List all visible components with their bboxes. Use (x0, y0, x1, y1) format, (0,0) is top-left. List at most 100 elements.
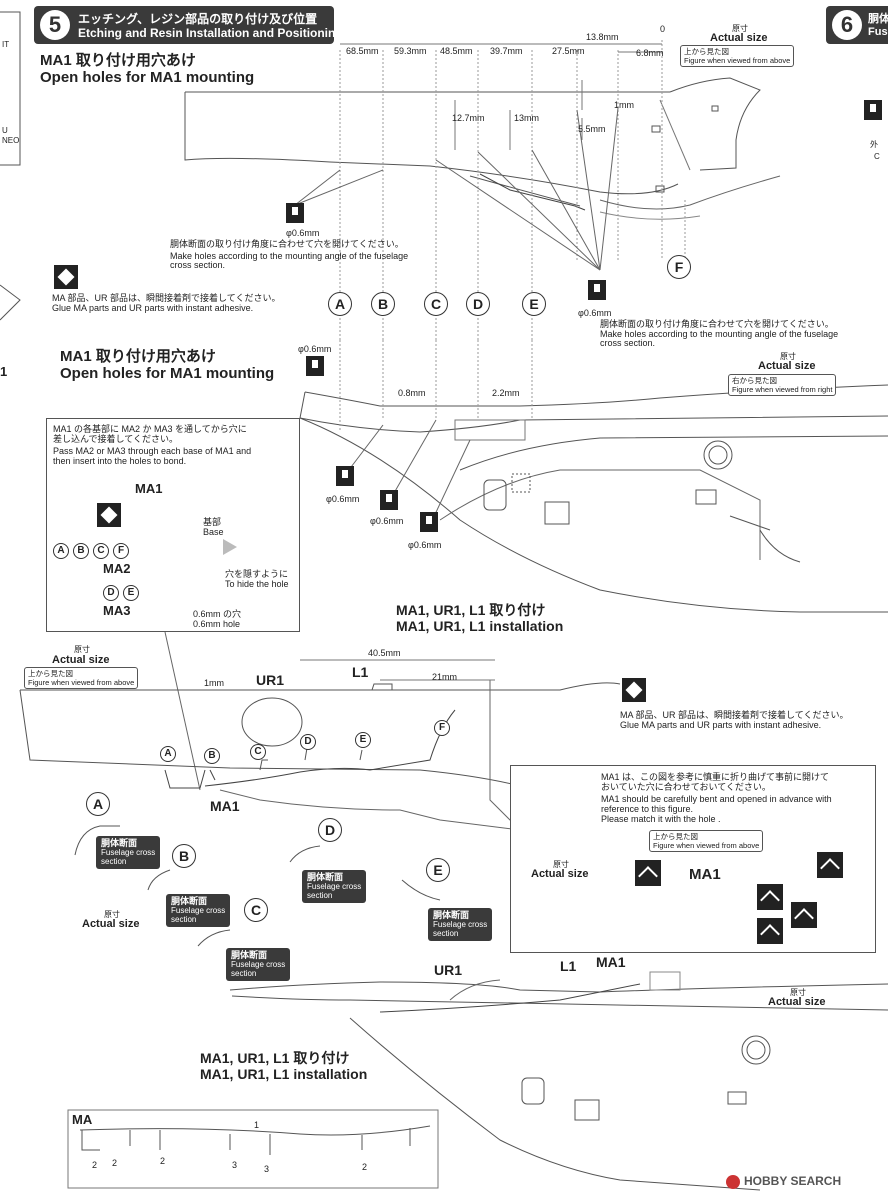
sec3-actual2-jp: 原寸 (104, 910, 120, 919)
sec1-glue-en: Glue MA parts and UR parts with instant … (52, 303, 254, 313)
step6-title-jp: 胴体 (868, 13, 888, 25)
section-tag-a: 胴体断面 Fuselage cross section (96, 836, 161, 869)
sec1-note-jp: 胴体断面の取り付け角度に合わせて穴を開けてください。 (170, 239, 404, 249)
step6-title-en: Fuse (868, 26, 888, 38)
sec1-title-jp: MA1 取り付け用穴あけ (40, 52, 196, 69)
dim-27-5: 27.5mm (552, 46, 585, 56)
dim-13-8: 13.8mm (586, 32, 619, 42)
watermark-text: HOBBY SEARCH (744, 1174, 842, 1188)
step6-header: 6 胴体 Fuse (826, 6, 888, 44)
callout2-jp1: MA1 は、この図を参考に慎重に折り曲げて事前に開けて (601, 772, 830, 782)
callout1-jp1: MA1 の各基部に MA2 か MA3 を通してから穴に (53, 424, 247, 434)
section-tag-b-en1: Fuselage cross (171, 906, 226, 915)
dim-1mm-sec3: 1mm (204, 678, 224, 688)
tool-icon (864, 100, 882, 120)
callout1-label-b: B (73, 543, 89, 559)
drill-icon (380, 490, 398, 510)
sec2-view-jp: 右から見た図 (732, 376, 777, 385)
step6-number: 6 (832, 10, 862, 40)
section-tag-e-jp: 胴体断面 (433, 910, 470, 920)
callout1-hole-jp: 0.6mm の穴 (193, 609, 242, 619)
section-tag-c-en2: section (231, 969, 257, 978)
sec1-actual-en: Actual size (710, 32, 768, 44)
left-edge-text-1: IT (2, 40, 10, 49)
sec2-hole-size-1: φ0.6mm (326, 494, 360, 504)
watermark-logo-icon (726, 1175, 740, 1189)
dim-48-5: 48.5mm (440, 46, 473, 56)
bend-icon (757, 884, 783, 910)
sec3-actual-en: Actual size (52, 654, 110, 666)
sec4-actual-jp: 原寸 (790, 988, 806, 997)
dim-1mm: 1mm (614, 100, 634, 110)
section-tag-d-en1: Fuselage cross (307, 882, 362, 891)
callout2-ma1: MA1 (689, 866, 721, 883)
glue-icon (54, 265, 78, 289)
sec1-note-en1: Make holes according to the mounting ang… (170, 251, 409, 261)
section-label-e: E (426, 858, 450, 882)
right-edge-text-1: 外 (870, 140, 878, 149)
callout1-ma2: MA2 (103, 561, 131, 576)
sec1-title-en: Open holes for MA1 mounting (40, 69, 255, 86)
callout1-label-e: E (123, 585, 139, 601)
dim-6-8: 6.8mm (636, 48, 664, 58)
dim-12-7: 12.7mm (452, 113, 485, 123)
callout1-en1: Pass MA2 or MA3 through each base of MA1… (53, 446, 252, 456)
sec1-view-box: 上から見た図 Figure when viewed from above (680, 45, 795, 67)
section-tag-c-jp: 胴体断面 (231, 950, 268, 960)
glue-icon (97, 503, 121, 527)
callout2-view-en: Figure when viewed from above (653, 841, 760, 850)
bend-icon (791, 902, 817, 928)
callout1-ma1: MA1 (135, 481, 163, 496)
sec3-label-e: E (355, 732, 371, 748)
section-label-b: B (172, 844, 196, 868)
fret-number-2d: 2 (362, 1162, 368, 1172)
sec1-view-en: Figure when viewed from above (684, 56, 791, 65)
sec3-label-a: A (160, 746, 176, 762)
section-tag-a-jp: 胴体断面 (101, 838, 138, 848)
glue-icon (622, 678, 646, 702)
callout1-base-jp: 基部 (203, 517, 222, 527)
section-tag-d-en2: section (307, 891, 333, 900)
sec1-note2-jp: 胴体断面の取り付け角度に合わせて穴を開けてください。 (600, 319, 834, 329)
sec3-label-f: F (434, 720, 450, 736)
sec3-view-jp: 上から見た図 (28, 669, 73, 678)
fret-number-2b: 2 (112, 1158, 118, 1168)
callout1-base-en: Base (203, 527, 224, 537)
sec4-title-jp: MA1, UR1, L1 取り付け (200, 1050, 350, 1066)
callout1-ma3: MA3 (103, 603, 131, 618)
left-edge-text-3: NEO (2, 136, 20, 145)
dim-zero: 0 (660, 24, 666, 34)
section-tag-d-jp: 胴体断面 (307, 872, 344, 882)
callout2-jp2: おいていた穴に合わせておいてください。 (601, 782, 771, 792)
section-tag-c-en1: Fuselage cross (231, 960, 286, 969)
sec1-glue-jp: MA 部品、UR 部品は、瞬間接着剤で接着してください。 (52, 293, 281, 303)
position-label-f: F (667, 255, 691, 279)
sec2-hole-size-2: φ0.6mm (370, 516, 404, 526)
sec3-l1: L1 (352, 664, 369, 680)
callout1-label-d: D (103, 585, 119, 601)
section-tag-a-en1: Fuselage cross (101, 848, 156, 857)
position-label-a: A (328, 292, 352, 316)
sec3-ma1: MA1 (210, 798, 240, 814)
dim-39-7: 39.7mm (490, 46, 523, 56)
sec3-ur1: UR1 (256, 672, 285, 688)
step5-number: 5 (40, 10, 70, 40)
sec1-note2-en2: cross section. (600, 338, 656, 348)
callout1-label-a: A (53, 543, 69, 559)
sec4-ma1: MA1 (596, 954, 626, 970)
sec3-glue-jp: MA 部品、UR 部品は、瞬間接着剤で接着してください。 (620, 710, 849, 720)
fret-number-3b: 3 (264, 1164, 270, 1174)
fret-number-3a: 3 (232, 1160, 238, 1170)
dim-0-8: 0.8mm (398, 388, 426, 398)
section-tag-a-en2: section (101, 857, 127, 866)
sec4-title-en: MA1, UR1, L1 installation (200, 1066, 368, 1082)
section-label-d: D (318, 818, 342, 842)
sec3-title-en: MA1, UR1, L1 installation (396, 618, 564, 634)
dim-59-3: 59.3mm (394, 46, 427, 56)
step5-title-en: Etching and Resin Installation and Posit… (78, 26, 343, 40)
drill-icon (420, 512, 438, 532)
dim-5-5: 5.5mm (578, 124, 606, 134)
sec4-actual-en: Actual size (768, 996, 826, 1008)
sec1-note-en2: cross section. (170, 260, 226, 270)
sec3-glue-en: Glue MA parts and UR parts with instant … (620, 720, 822, 730)
